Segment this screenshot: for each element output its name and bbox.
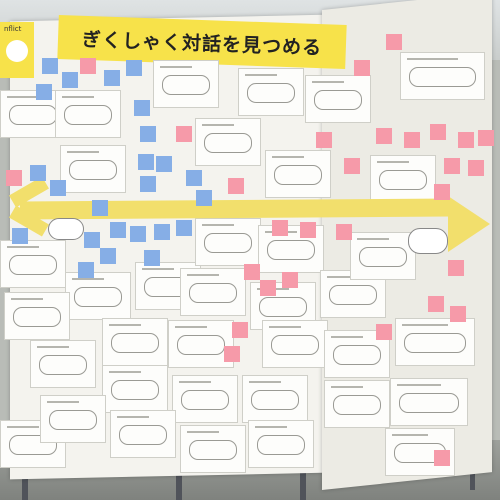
worksheet-card bbox=[4, 292, 70, 340]
sticky-note-blue bbox=[50, 180, 66, 196]
sticky-note-pink bbox=[244, 264, 260, 280]
sticky-note-blue bbox=[92, 200, 108, 216]
worksheet-card bbox=[248, 420, 314, 468]
timeline-label bbox=[48, 218, 84, 240]
worksheet-card bbox=[180, 425, 246, 473]
worksheet-card bbox=[262, 320, 328, 368]
sticky-note-pink bbox=[354, 60, 370, 76]
sticky-note-blue bbox=[78, 262, 94, 278]
worksheet-card bbox=[350, 232, 416, 280]
worksheet-card bbox=[102, 365, 168, 413]
timeline-label bbox=[408, 228, 448, 254]
board-leg bbox=[22, 470, 28, 500]
logo-text: nflict bbox=[4, 25, 22, 33]
sticky-note-pink bbox=[478, 130, 494, 146]
sticky-note-blue bbox=[154, 224, 170, 240]
worksheet-card bbox=[172, 375, 238, 423]
sticky-note-blue bbox=[100, 248, 116, 264]
worksheet-card bbox=[265, 150, 331, 198]
worksheet-card bbox=[395, 318, 475, 366]
worksheet-card bbox=[238, 68, 304, 116]
worksheet-card bbox=[168, 320, 234, 368]
worksheet-card bbox=[55, 90, 121, 138]
sticky-note-pink bbox=[228, 178, 244, 194]
title-text: ぎくしゃく対話を見つめる bbox=[81, 28, 323, 59]
timeline-tape bbox=[19, 198, 451, 220]
sticky-note-pink bbox=[434, 184, 450, 200]
sticky-note-pink bbox=[444, 158, 460, 174]
worksheet-card bbox=[324, 380, 390, 428]
sticky-note-pink bbox=[272, 220, 288, 236]
sticky-note-pink bbox=[224, 346, 240, 362]
sticky-note-pink bbox=[80, 58, 96, 74]
sticky-note-pink bbox=[6, 170, 22, 186]
worksheet-card bbox=[370, 155, 436, 203]
sticky-note-pink bbox=[458, 132, 474, 148]
sticky-note-pink bbox=[404, 132, 420, 148]
worksheet-card bbox=[110, 410, 176, 458]
sticky-note-blue bbox=[126, 60, 142, 76]
sticky-note-blue bbox=[130, 226, 146, 242]
sticky-note-blue bbox=[12, 228, 28, 244]
worksheet-card bbox=[195, 118, 261, 166]
sticky-note-blue bbox=[42, 58, 58, 74]
sticky-note-pink bbox=[448, 260, 464, 276]
sticky-note-pink bbox=[430, 124, 446, 140]
sticky-note-blue bbox=[36, 84, 52, 100]
sticky-note-blue bbox=[62, 72, 78, 88]
sticky-note-blue bbox=[110, 222, 126, 238]
sticky-note-blue bbox=[140, 126, 156, 142]
sticky-note-pink bbox=[260, 280, 276, 296]
sticky-note-blue bbox=[186, 170, 202, 186]
sticky-note-blue bbox=[30, 165, 46, 181]
sticky-note-blue bbox=[138, 154, 154, 170]
worksheet-card bbox=[102, 318, 168, 366]
worksheet-card bbox=[40, 395, 106, 443]
sticky-note-pink bbox=[300, 222, 316, 238]
timeline-arrowhead bbox=[448, 196, 490, 252]
sticky-note-pink bbox=[468, 160, 484, 176]
sticky-note-blue bbox=[156, 156, 172, 172]
logo-ring bbox=[6, 40, 28, 62]
sticky-note-pink bbox=[344, 158, 360, 174]
worksheet-card bbox=[195, 218, 261, 266]
worksheet-card bbox=[30, 340, 96, 388]
worksheet-card bbox=[180, 268, 246, 316]
sticky-note-pink bbox=[428, 296, 444, 312]
worksheet-card bbox=[65, 272, 131, 320]
sticky-note-pink bbox=[176, 126, 192, 142]
sticky-note-blue bbox=[104, 70, 120, 86]
sticky-note-blue bbox=[176, 220, 192, 236]
board-leg bbox=[176, 474, 182, 500]
worksheet-card bbox=[390, 378, 468, 426]
sticky-note-blue bbox=[144, 250, 160, 266]
logo-sign: nflict bbox=[0, 22, 34, 78]
worksheet-card bbox=[0, 240, 66, 288]
sticky-note-pink bbox=[232, 322, 248, 338]
sticky-note-pink bbox=[316, 132, 332, 148]
worksheet-card bbox=[400, 52, 485, 100]
sticky-note-pink bbox=[336, 224, 352, 240]
sticky-note-pink bbox=[282, 272, 298, 288]
worksheet-card bbox=[242, 375, 308, 423]
sticky-note-blue bbox=[84, 232, 100, 248]
worksheet-card bbox=[153, 60, 219, 108]
worksheet-card bbox=[60, 145, 126, 193]
sticky-note-pink bbox=[376, 324, 392, 340]
sticky-note-pink bbox=[386, 34, 402, 50]
sticky-note-blue bbox=[196, 190, 212, 206]
worksheet-card bbox=[305, 75, 371, 123]
sticky-note-pink bbox=[434, 450, 450, 466]
sticky-note-pink bbox=[450, 306, 466, 322]
sticky-note-blue bbox=[140, 176, 156, 192]
board-leg bbox=[300, 472, 306, 500]
sticky-note-blue bbox=[134, 100, 150, 116]
sticky-note-pink bbox=[376, 128, 392, 144]
